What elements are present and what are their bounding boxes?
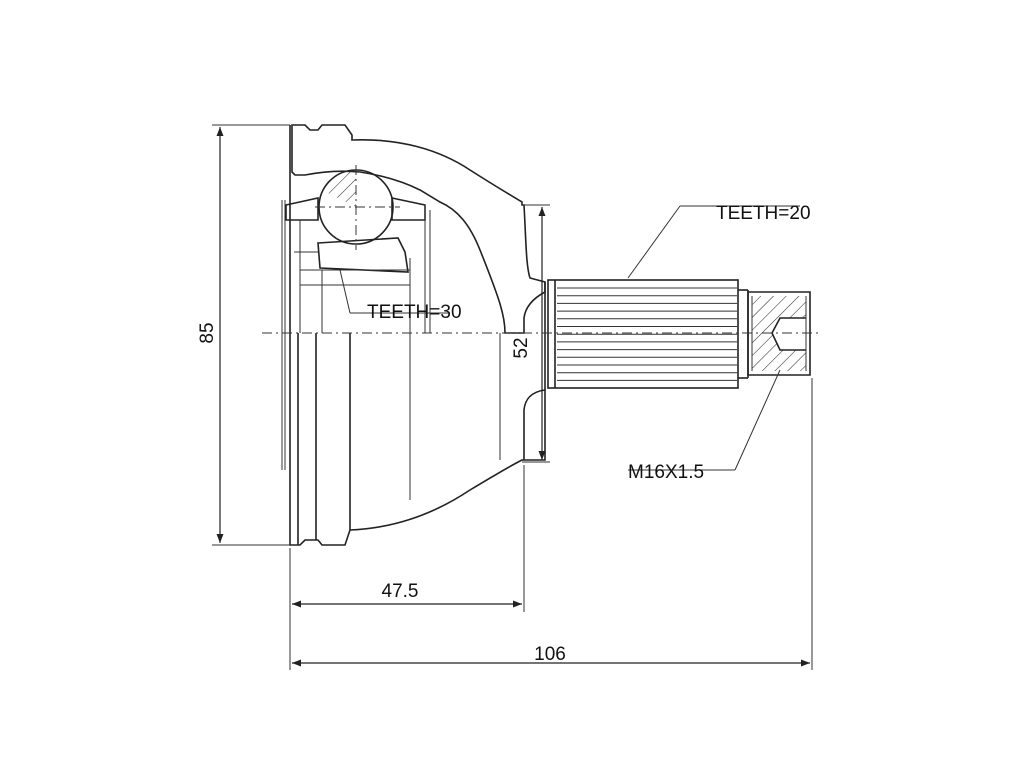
callout-thread-label: M16X1.5 bbox=[628, 462, 704, 483]
callout-outer-spline: TEETH=20 bbox=[627, 203, 811, 279]
dim-shaft-diameter-label: 52 bbox=[511, 337, 532, 358]
dim-overall-diameter: 85 bbox=[197, 124, 290, 546]
dim-housing-length-label: 47.5 bbox=[382, 581, 419, 602]
housing-section bbox=[291, 124, 546, 334]
inner-race bbox=[285, 197, 431, 333]
dim-total-length-label: 106 bbox=[534, 644, 566, 665]
callout-outer-spline-label: TEETH=20 bbox=[716, 203, 811, 224]
callout-inner-spline-label: TEETH=30 bbox=[367, 302, 462, 323]
threaded-end bbox=[747, 291, 811, 376]
dim-housing-length: 47.5 bbox=[289, 465, 525, 612]
callout-thread: M16X1.5 bbox=[628, 369, 781, 483]
ball bbox=[315, 165, 400, 250]
dim-total-length: 106 bbox=[289, 378, 813, 670]
dim-overall-diameter-label: 85 bbox=[197, 322, 218, 343]
callout-inner-spline: TEETH=30 bbox=[339, 269, 462, 323]
housing-outline bbox=[281, 125, 546, 546]
dim-shaft-diameter: 52 bbox=[511, 204, 550, 463]
splined-shaft bbox=[547, 279, 749, 389]
